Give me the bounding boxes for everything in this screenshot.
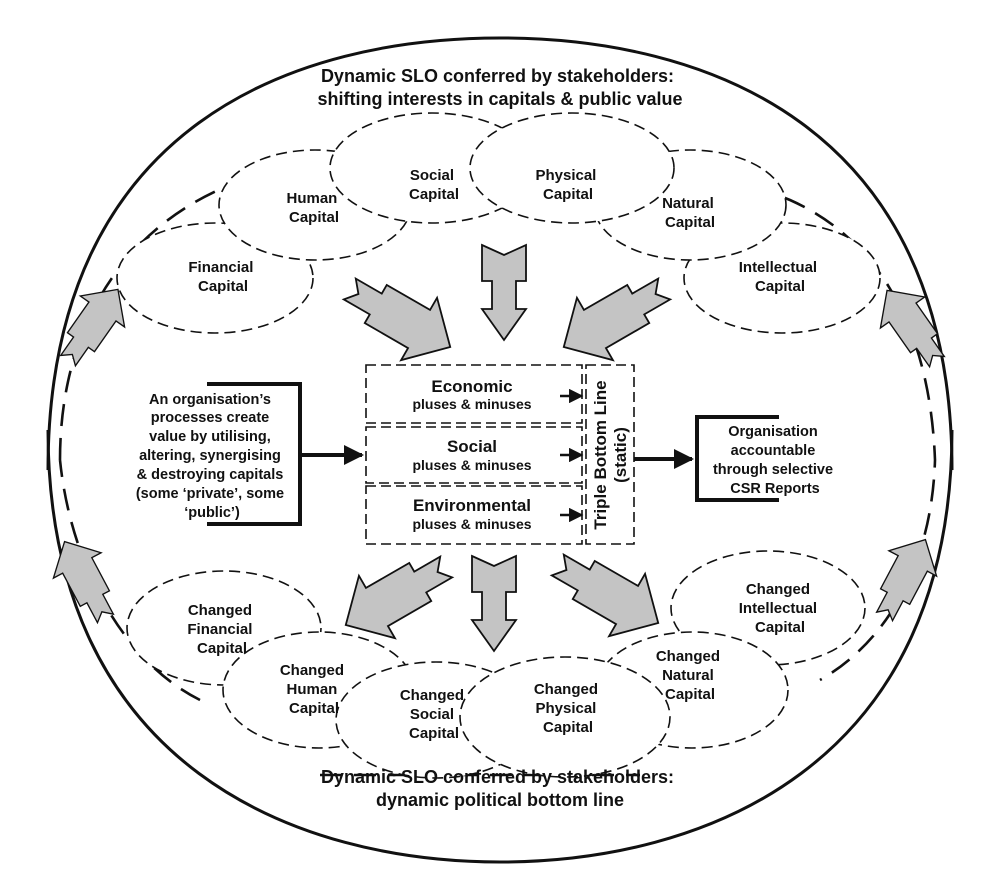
outer-boundary-top — [46, 36, 954, 471]
gray-arrows-top — [341, 243, 673, 362]
changed-human-line3: Capital — [289, 700, 339, 717]
triple-bottom-line-box: Economic pluses & minuses Social pluses … — [365, 364, 635, 545]
gray-arrows-loop — [52, 288, 946, 625]
svg-text:Natural Capital: Natural Capital — [662, 195, 718, 231]
outcome-bracket — [695, 415, 779, 502]
svg-text:Intellectual Capital: Intellectual Capital — [739, 259, 822, 295]
svg-text:Organisation accountable: Organisation accountable through selecti… — [713, 424, 837, 497]
changed-financial-line2: Financial — [187, 621, 252, 638]
svg-text:Changed Physical C: Changed Physical Capital — [534, 681, 602, 736]
capital-physical-ellipse — [469, 112, 675, 224]
svg-text:Changed Natural Ca: Changed Natural Capital — [656, 648, 724, 703]
capital-human-line2: Capital — [289, 209, 339, 226]
arrow-out-down-left-icon — [344, 554, 455, 640]
svg-text:Dynamic SLO conferred by stake: Dynamic SLO conferred by stakeholders: s… — [317, 66, 682, 109]
gray-arrows-bottom — [344, 552, 660, 653]
capital-social-line1: Social — [410, 167, 454, 184]
changed-natural-line3: Capital — [665, 686, 715, 703]
tbl-label-box — [585, 364, 635, 545]
changed-physical-line1: Changed — [534, 681, 598, 698]
process-line-6: (some ‘private’, some — [136, 486, 284, 502]
tbl-row-environmental — [365, 485, 583, 545]
process-line-5: & destroying capitals — [137, 467, 284, 483]
changed-human-line1: Changed — [280, 662, 344, 679]
capital-natural-line2: Capital — [665, 214, 715, 231]
tbl-label-line2: (static) — [611, 427, 630, 483]
tbl-social-sub: pluses & minuses — [412, 457, 531, 473]
process-line-3: value by utilising, — [149, 429, 271, 445]
svg-text:An organisation’s proces: An organisation’s processes create value… — [136, 392, 288, 521]
process-line-1: An organisation’s — [149, 392, 271, 408]
changed-financial-line3: Capital — [197, 640, 247, 657]
capital-intellectual-line1: Intellectual — [739, 259, 817, 276]
top-title-line2: shifting interests in capitals & public … — [317, 89, 682, 109]
capital-social-line2: Capital — [409, 186, 459, 203]
arrow-out-down-right-icon — [549, 552, 660, 638]
capital-physical-line2: Capital — [543, 186, 593, 203]
tbl-environmental-sub: pluses & minuses — [412, 516, 531, 532]
outcome-line-1: Organisation — [728, 424, 817, 440]
tbl-economic-sub: pluses & minuses — [412, 396, 531, 412]
capital-natural-line1: Natural — [662, 195, 714, 212]
process-description: An organisation’s processes create value… — [136, 382, 364, 526]
svg-text:Dynamic SLO conferred by stake: Dynamic SLO conferred by stakeholders: d… — [321, 767, 679, 810]
changed-social-line2: Social — [410, 706, 454, 723]
changed-financial-line1: Changed — [188, 602, 252, 619]
capital-financial-line2: Capital — [198, 278, 248, 295]
tbl-social-heading: Social — [447, 437, 497, 456]
changed-physical-ellipse — [459, 656, 671, 778]
outcome-line-4: CSR Reports — [730, 481, 819, 497]
svg-text:Changed Social Cap: Changed Social Capital — [400, 687, 468, 742]
changed-intellectual-line3: Capital — [755, 619, 805, 636]
capital-physical-line1: Physical — [535, 167, 596, 184]
svg-text:Changed Financial: Changed Financial Capital — [187, 602, 256, 657]
outcome-description: Organisation accountable through selecti… — [634, 415, 837, 502]
bottom-title-line2: dynamic political bottom line — [376, 790, 624, 810]
changed-social-line3: Capital — [409, 725, 459, 742]
svg-text:Physical Capital: Physical Capital — [535, 167, 600, 203]
changed-natural-line2: Natural — [662, 667, 714, 684]
changed-physical-line2: Physical — [535, 700, 596, 717]
outer-boundary-bottom — [46, 429, 954, 864]
loop-arrow-right-upper-icon — [879, 289, 946, 369]
arrow-out-down-icon — [470, 554, 518, 653]
bottom-title-line1: Dynamic SLO conferred by stakeholders: — [321, 767, 674, 787]
svg-text:Social Capital: Social Capital — [409, 167, 459, 203]
process-line-2: processes create — [151, 410, 270, 426]
changed-human-line2: Human — [286, 681, 337, 698]
capital-financial-line1: Financial — [188, 259, 253, 276]
svg-text:Human Capital: Human Capital — [286, 190, 341, 226]
bottom-capitals: Changed Financial Capital Changed Human … — [126, 550, 866, 779]
tbl-environmental-heading: Environmental — [413, 496, 531, 515]
changed-natural-line1: Changed — [656, 648, 720, 665]
capital-intellectual-line2: Capital — [755, 278, 805, 295]
svg-text:Changed Human Capi: Changed Human Capital — [280, 662, 348, 717]
loop-arrow-left-lower-icon — [52, 540, 115, 625]
svg-text:Financial Capital: Financial Capital — [188, 259, 257, 295]
changed-intellectual-line1: Changed — [746, 581, 810, 598]
outcome-line-3: through selective — [713, 462, 833, 478]
changed-intellectual-line2: Intellectual — [739, 600, 817, 617]
svg-text:Changed Intellectual: Changed Intellectual Capital — [739, 581, 822, 636]
loop-arrow-left-upper-icon — [59, 288, 126, 368]
outcome-line-2: accountable — [731, 443, 816, 459]
tbl-label-line1: Triple Bottom Line — [591, 380, 610, 529]
top-capitals: Financial Capital Human Capital Social C… — [116, 112, 881, 334]
loop-arrow-right-lower-icon — [875, 538, 938, 623]
process-line-4: altering, synergising — [139, 448, 281, 464]
process-line-7: ‘public’) — [184, 505, 240, 521]
tbl-economic-heading: Economic — [431, 377, 512, 396]
capital-human-line1: Human — [286, 190, 337, 207]
arrow-down-icon — [480, 243, 528, 342]
top-title-line1: Dynamic SLO conferred by stakeholders: — [321, 66, 674, 86]
arrow-down-left-icon — [562, 276, 673, 362]
changed-physical-line3: Capital — [543, 719, 593, 736]
arrow-down-right-icon — [341, 276, 452, 362]
changed-social-line1: Changed — [400, 687, 464, 704]
